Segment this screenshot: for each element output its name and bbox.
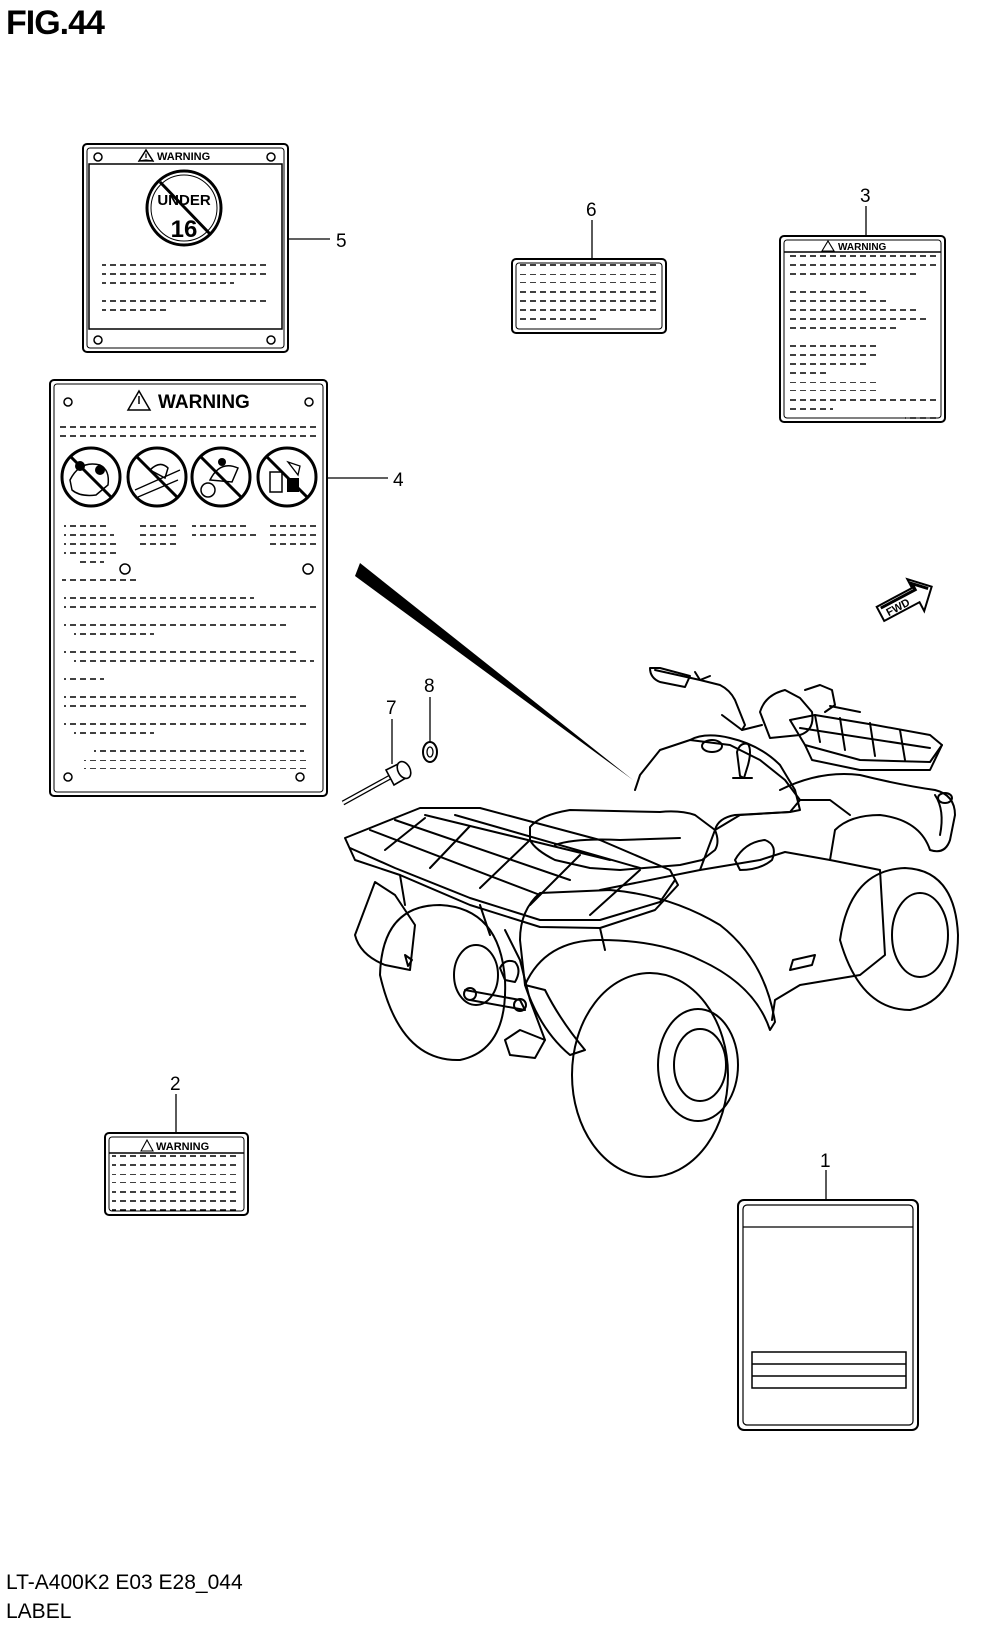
- label-part-1[interactable]: [737, 1199, 919, 1431]
- callout-6: 6: [586, 200, 597, 221]
- label-part-3[interactable]: WARNING: [779, 235, 946, 423]
- fwd-arrow-icon: FWD: [875, 577, 933, 623]
- section-name: LABEL: [6, 1600, 72, 1623]
- atv-illustration: [344, 667, 959, 1178]
- rivet-part-7[interactable]: [341, 759, 414, 806]
- no-passenger-icon: [60, 446, 122, 508]
- warning-triangle-icon: [137, 148, 155, 162]
- warning-text: WARNING: [158, 392, 250, 413]
- callout-8: 8: [424, 676, 435, 697]
- callout-2: 2: [170, 1074, 181, 1095]
- model-code: LT-A400K2 E03 E28_044: [6, 1571, 243, 1594]
- callout-4: 4: [393, 470, 404, 491]
- location-pointer: [355, 563, 633, 780]
- no-under-16-icon: UNDER 16: [145, 169, 223, 247]
- callout-3: 3: [860, 186, 871, 207]
- callout-7: 7: [386, 698, 397, 719]
- under-text: UNDER: [157, 192, 211, 209]
- label-part-2[interactable]: WARNING: [104, 1132, 249, 1216]
- label-part-5[interactable]: WARNING UNDER 16: [82, 143, 289, 353]
- warning-text: WARNING: [838, 242, 887, 253]
- callout-5: 5: [336, 231, 347, 252]
- sixteen-text: 16: [171, 216, 198, 243]
- no-paved-surface-icon: [126, 446, 188, 508]
- label-part-6[interactable]: [511, 258, 667, 334]
- figure-title: FIG.44: [6, 4, 105, 42]
- callout-1: 1: [820, 1151, 831, 1172]
- washer-part-8[interactable]: [422, 741, 438, 763]
- label-part-4[interactable]: WARNING: [49, 379, 328, 797]
- warning-text: WARNING: [157, 151, 210, 163]
- warning-text: WARNING: [156, 1141, 209, 1153]
- no-wheelie-icon: [190, 446, 252, 508]
- no-alcohol-icon: [256, 446, 318, 508]
